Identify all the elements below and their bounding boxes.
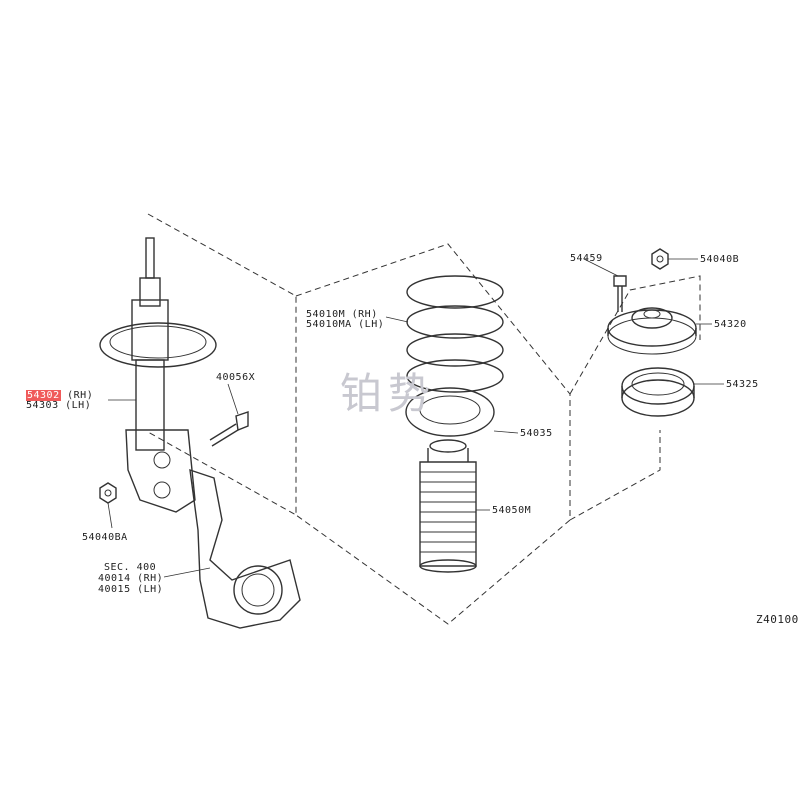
strut-assembly: [99, 237, 217, 513]
dashed-frame-middle: [295, 243, 571, 625]
coil-spring: [406, 275, 504, 393]
strut-rh-code[interactable]: 54302: [26, 390, 61, 401]
diagram-code: Z40100: [756, 613, 799, 626]
callout-bolt-small: 54459: [570, 253, 603, 264]
callout-nut-top: 54040B: [700, 254, 740, 265]
dashed-frame-right: [569, 275, 701, 521]
callout-mount: 54320: [714, 319, 747, 330]
dashed-frame-left: [147, 213, 297, 516]
callout-strut-rh[interactable]: 54302 (RH): [26, 390, 93, 401]
callout-bolt: 40056X: [216, 372, 256, 383]
callout-knuckle-lh: 40015 (LH): [98, 584, 164, 595]
callout-sec: SEC. 400: [104, 562, 157, 573]
steering-knuckle: [189, 468, 301, 629]
callout-nut-lower: 54040BA: [82, 532, 128, 543]
strut-rh-side: (RH): [67, 390, 94, 401]
strut-lh-side: (LH): [65, 400, 92, 411]
bolt-40056x: [209, 411, 249, 447]
nut-54040b: [651, 248, 669, 270]
callout-spring-lh: 54010MA (LH): [306, 319, 385, 330]
callout-knuckle-rh: 40014 (RH): [98, 573, 164, 584]
callout-seat: 54035: [520, 428, 553, 439]
bolt-54459: [613, 275, 627, 312]
callout-boot: 54050M: [492, 505, 532, 516]
callout-bearing: 54325: [726, 379, 759, 390]
watermark: 铂势: [340, 369, 437, 418]
spring-seat-54035: [405, 387, 495, 437]
callout-spring-rh: 54010M (RH): [306, 309, 378, 320]
nut-54040ba: [99, 482, 117, 504]
dust-boot-54050m: [419, 439, 477, 573]
bearing-54325: [621, 367, 695, 417]
callout-strut-lh: 54303 (LH): [26, 400, 91, 411]
strut-mount-54320: [607, 307, 697, 355]
leader-lines: [107, 258, 724, 578]
strut-lh-code: 54303: [26, 400, 59, 411]
